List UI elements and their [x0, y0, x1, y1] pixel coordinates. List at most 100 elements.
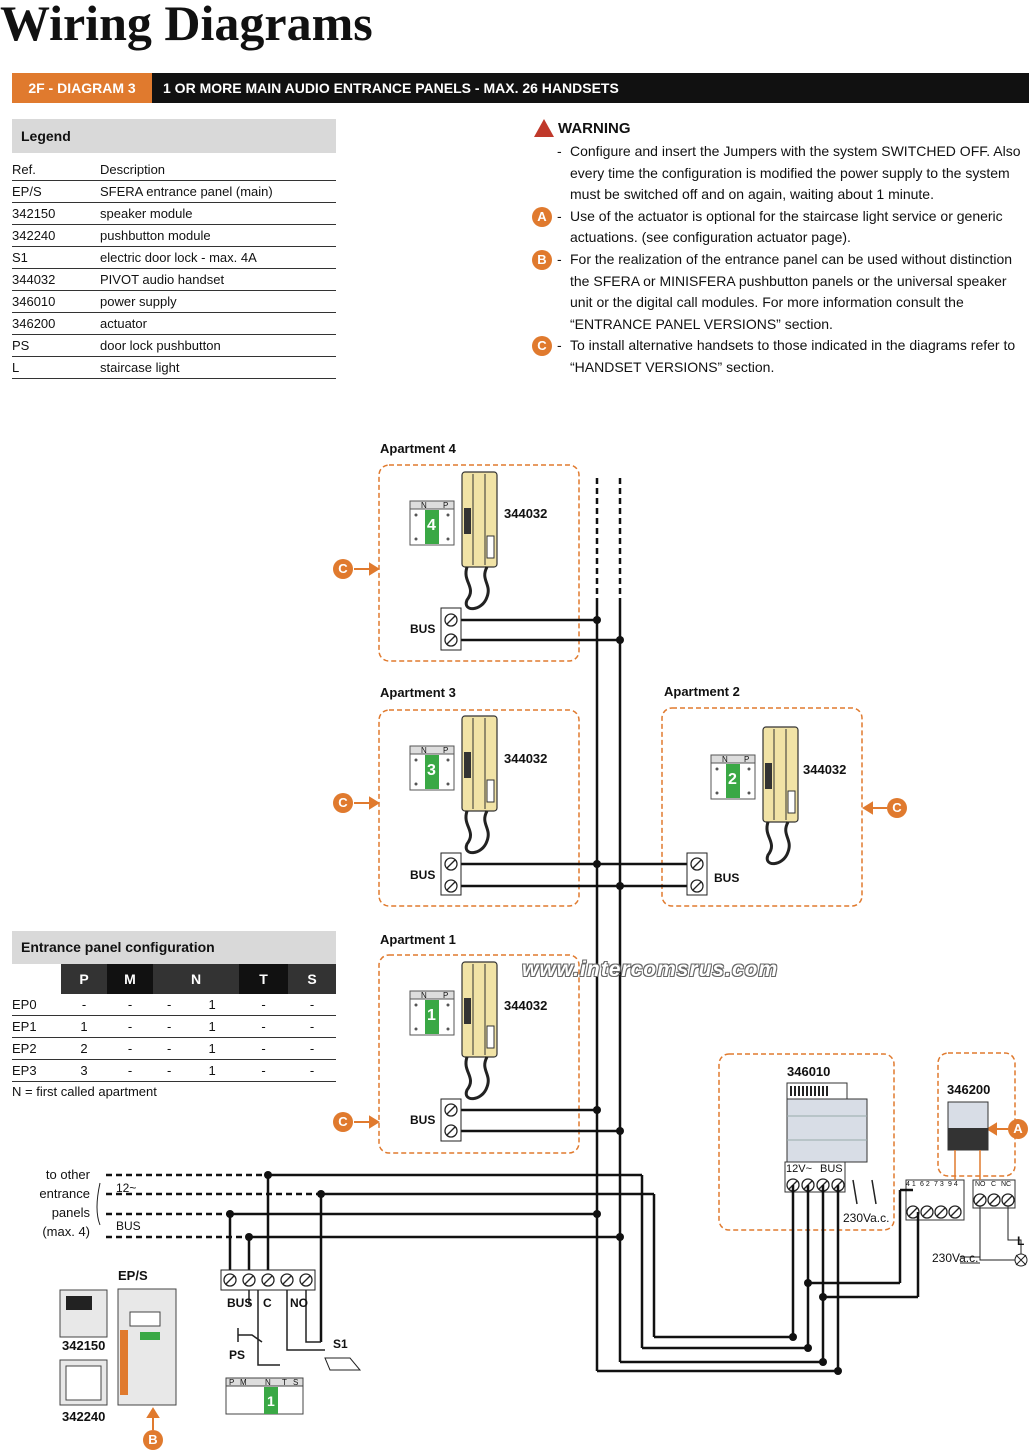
terminal-no: NO: [290, 1296, 308, 1310]
legend-desc: PIVOT audio handset: [100, 268, 336, 291]
actuator-terminal: 6 2: [920, 1181, 930, 1188]
legend-col-ref: Ref.: [12, 159, 100, 181]
jumper-block-label: S: [293, 1378, 299, 1387]
handset-icon: [761, 725, 800, 866]
handset-code: 344032: [803, 762, 847, 777]
legend-desc: pushbutton module: [100, 224, 336, 247]
bus-label: BUS: [410, 1113, 436, 1127]
watermark: www.intercomsrus.com: [522, 958, 779, 981]
mains-label: 230Va.c.: [843, 1211, 890, 1225]
terminal-bus-label: BUS: [820, 1163, 843, 1175]
apartment-3-title: Apartment 3: [380, 685, 456, 700]
legend-desc: door lock pushbutton: [100, 334, 336, 357]
warning-section: WARNING -Configure and insert the Jumper…: [532, 118, 1027, 379]
config-section: Entrance panel configuration P M N T S E…: [12, 931, 336, 1099]
jumper-p-label: P: [744, 755, 750, 764]
config-header-row: P M N T S: [12, 964, 336, 994]
jumper-p-label: P: [443, 746, 449, 755]
warning-item: C-To install alternative handsets to tho…: [532, 335, 1027, 378]
legend-desc: speaker module: [100, 202, 336, 225]
jumper-n-label: N: [421, 746, 427, 755]
jumper-number: 2: [728, 771, 737, 788]
relay-terminal: C: [991, 1181, 997, 1188]
bus-label: BUS: [410, 868, 436, 882]
warning-item: B-For the realization of the entrance pa…: [532, 249, 1027, 335]
jumper-number: 1: [427, 1007, 436, 1024]
legend-ref: 344032: [12, 268, 100, 291]
handset-icon: [460, 470, 499, 611]
mark-b-icon: B: [532, 249, 552, 270]
relay-terminal: NC: [1001, 1181, 1012, 1188]
jumper-block-label: T: [282, 1378, 287, 1387]
actuator-terminal: 7 3: [934, 1181, 944, 1188]
lock-label: S1: [333, 1337, 348, 1351]
mark-c-icon: C: [887, 798, 907, 818]
diagram-code: 2F - DIAGRAM 3: [12, 73, 152, 103]
config-col-p: P: [61, 964, 107, 994]
apartment-4-box: [378, 464, 580, 662]
handset-code: 344032: [504, 751, 548, 766]
handset-icon: [460, 714, 499, 855]
config-row: EP0---1--: [12, 994, 336, 1016]
mark-c-icon: C: [333, 1112, 353, 1132]
legend-ref: 346200: [12, 312, 100, 335]
diagram-header: 2F - DIAGRAM 3 1 OR MORE MAIN AUDIO ENTR…: [12, 73, 1029, 103]
jumper-n-label: N: [421, 991, 427, 1000]
legend-header-row: Ref. Description: [12, 159, 336, 181]
handset-code: 344032: [504, 998, 548, 1013]
config-col: [12, 964, 61, 994]
jumper-block-label: P: [229, 1378, 235, 1387]
jumper-block-label: M: [240, 1378, 247, 1387]
apartment-1-box: [378, 954, 580, 1154]
apartment-4-title: Apartment 4: [380, 441, 456, 456]
legend-desc: staircase light: [100, 356, 336, 379]
page-title: Wiring Diagrams: [0, 0, 373, 51]
legend-ref: 346010: [12, 290, 100, 313]
power-supply-box: [718, 1053, 895, 1231]
speaker-module-code: 342150: [62, 1338, 106, 1353]
terminal-12v-label: 12V~: [786, 1163, 812, 1175]
bus-label: BUS: [714, 871, 740, 885]
handset-icon: [460, 960, 499, 1101]
bus-label: BUS: [410, 622, 436, 636]
jumper-n-label: N: [421, 501, 427, 510]
apartment-2-box: [661, 707, 863, 907]
warning-icon: [534, 119, 554, 137]
mark-a-icon: A: [1008, 1119, 1028, 1139]
line-12-label: 12~: [116, 1181, 137, 1195]
jumper-p-label: P: [443, 501, 449, 510]
actuator-terminal: 9 4: [948, 1181, 958, 1188]
legend-col-description: Description: [100, 159, 336, 181]
jumper-block-value: 1: [267, 1393, 275, 1409]
jumper-number: 4: [427, 517, 436, 534]
warning-text: Use of the actuator is optional for the …: [570, 207, 1003, 246]
warning-text: To install alternative handsets to those…: [570, 337, 1016, 375]
apartment-2-title: Apartment 2: [664, 684, 740, 699]
ps-label: PS: [229, 1348, 246, 1362]
pushbutton-module-code: 342240: [62, 1409, 106, 1424]
apartment-1-title: Apartment 1: [380, 932, 456, 947]
actuator-mains-label: 230Va.c.: [932, 1251, 979, 1265]
actuator-terminal: 4 1: [906, 1181, 916, 1188]
line-bus-label: BUS: [116, 1219, 141, 1233]
config-col-n: N: [153, 964, 239, 994]
mark-c-icon: C: [333, 559, 353, 579]
light-label: L: [1017, 1234, 1025, 1248]
mark-c-icon: C: [333, 793, 353, 813]
diagram-name: 1 OR MORE MAIN AUDIO ENTRANCE PANELS - M…: [163, 80, 619, 96]
jumper-p-label: P: [443, 991, 449, 1000]
config-col-t: T: [239, 964, 288, 994]
jumper-number: 3: [427, 762, 436, 779]
terminal-bus: BUS: [227, 1296, 253, 1310]
actuator-box: [937, 1052, 1016, 1177]
